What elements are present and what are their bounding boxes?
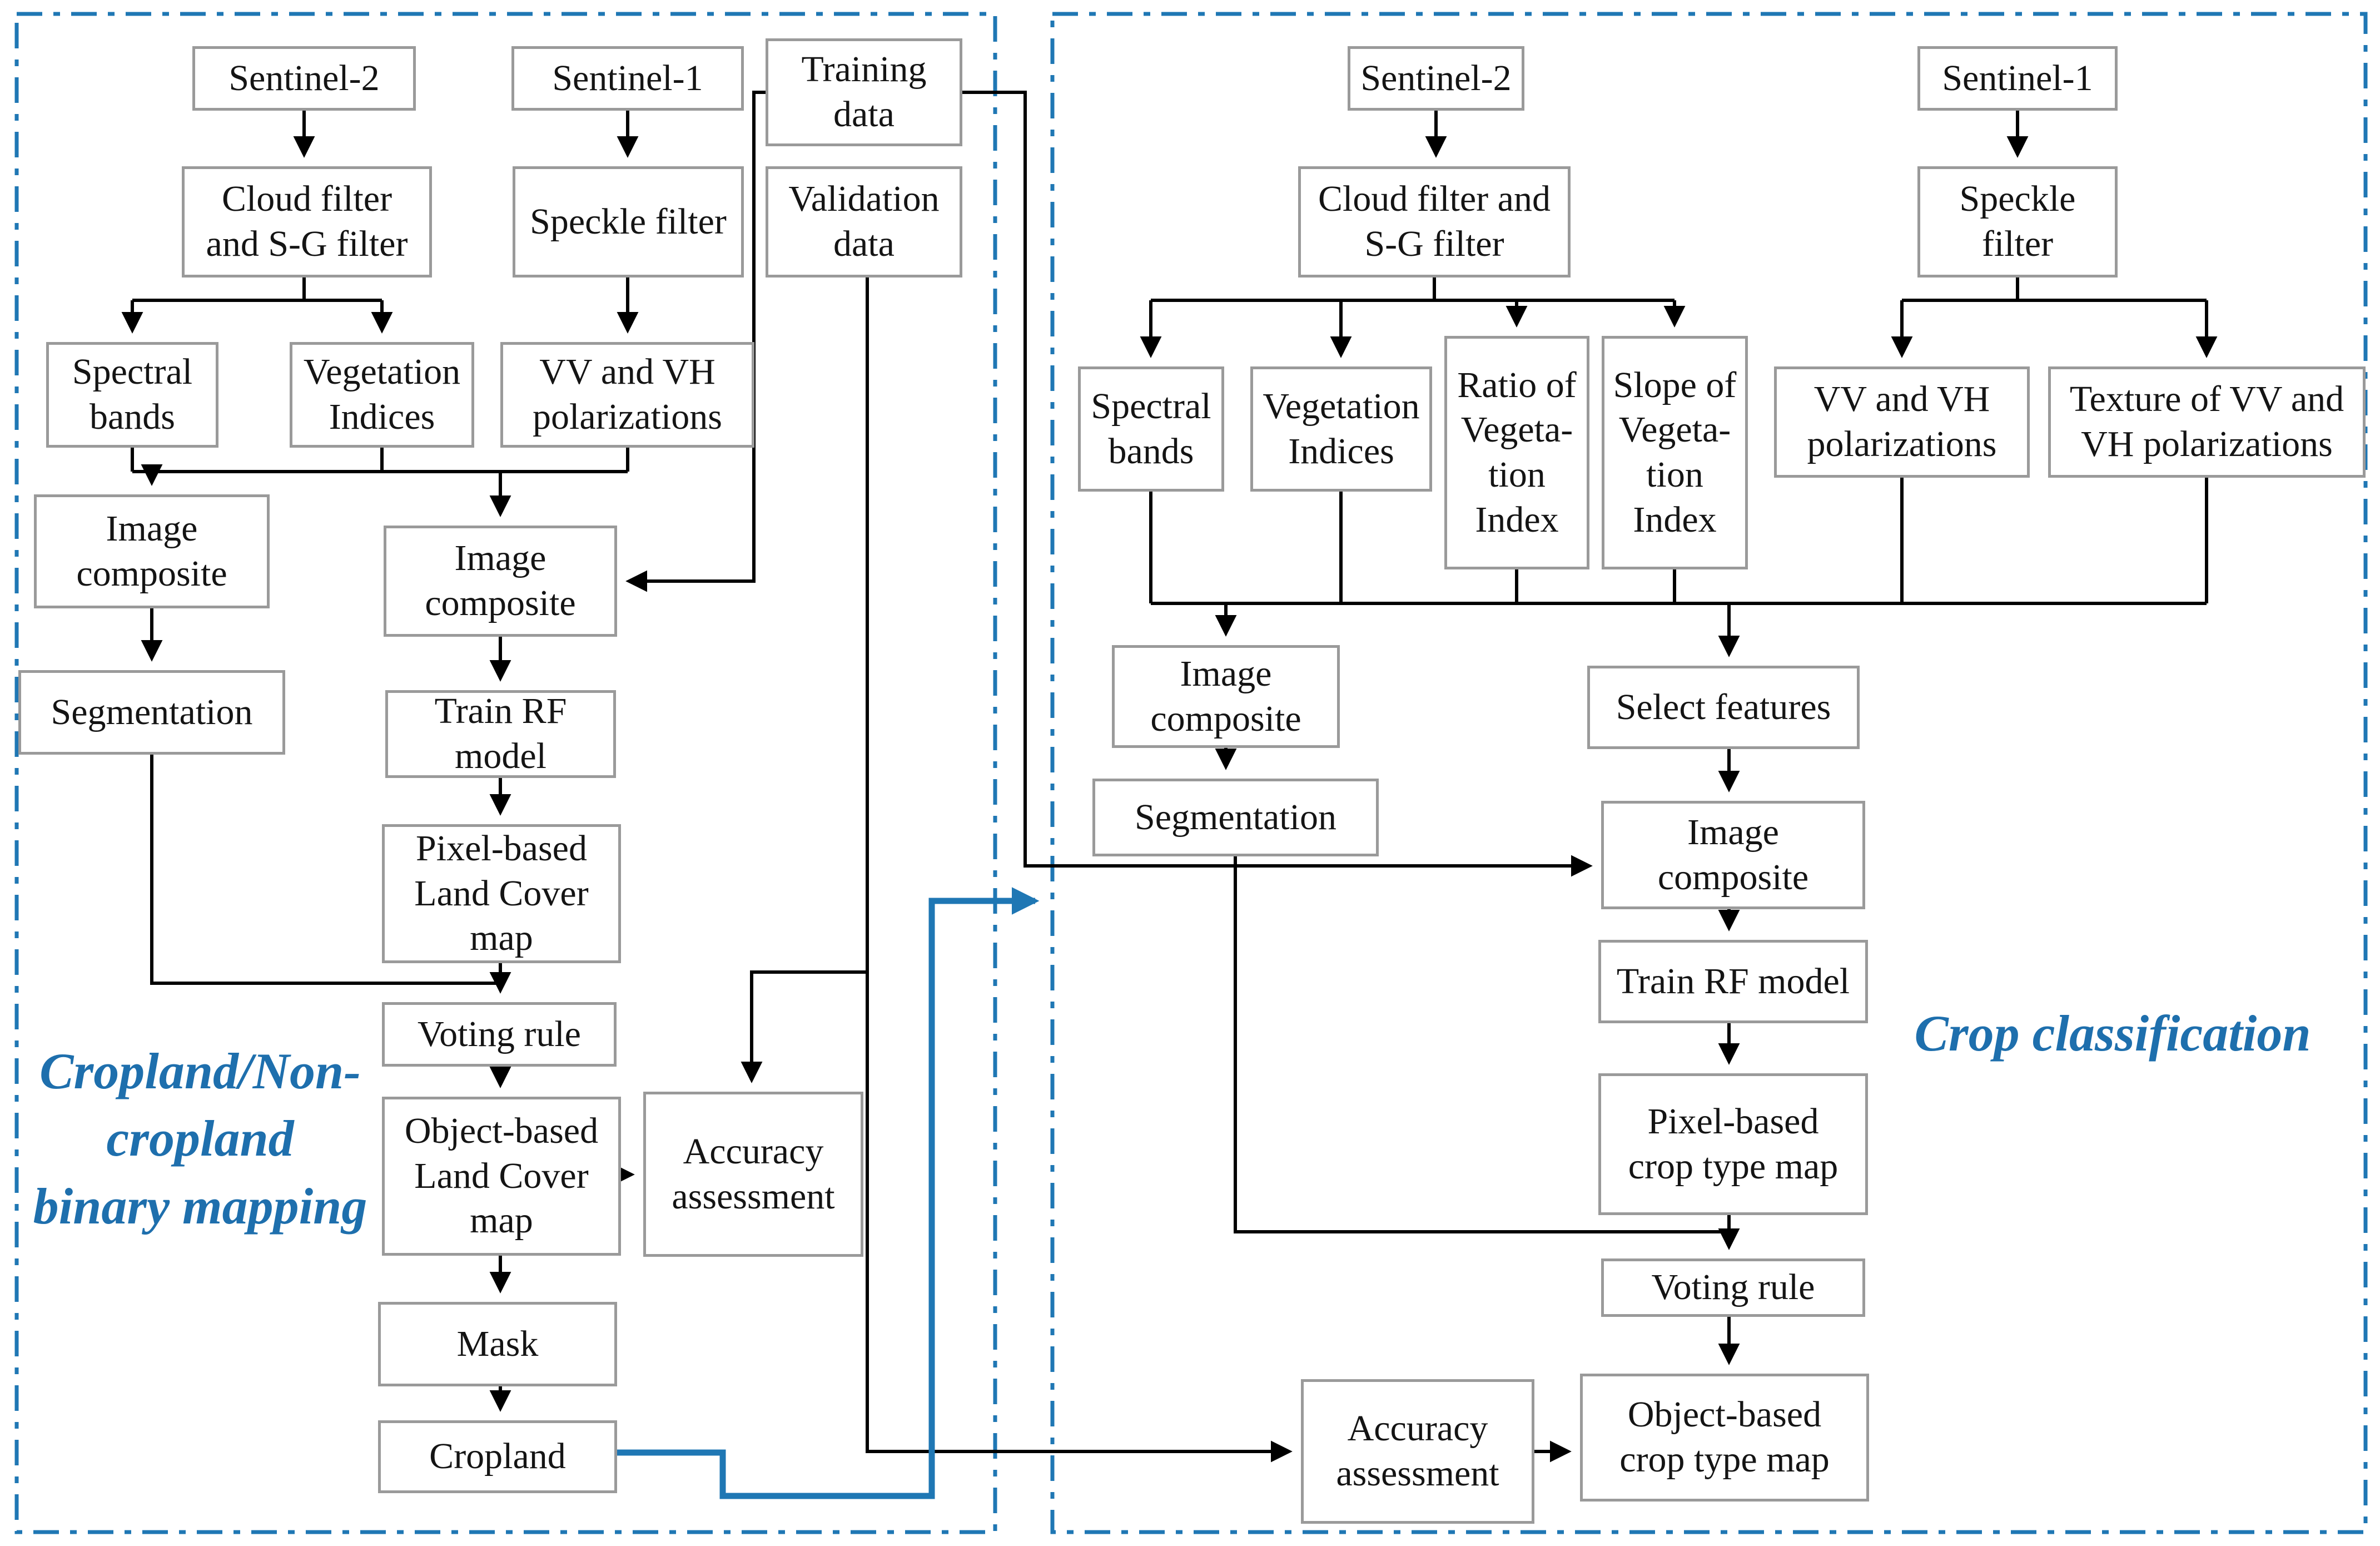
wire-l-segmentation-to-voting (150, 755, 499, 985)
node-vv-vh-polarizations-right: VV and VH polarizations (1774, 366, 2030, 478)
node-image-composite-right-b: Image composite (1601, 801, 1865, 909)
node-sentinel1-left: Sentinel-1 (511, 46, 744, 111)
node-train-rf-model-right: Train RF model (1598, 940, 1868, 1023)
node-accuracy-assessment-left: Accuracy assessment (643, 1092, 863, 1257)
split-r-cloud (1151, 278, 1675, 302)
node-speckle-filter-left: Speckle filter (513, 166, 744, 278)
node-training-data: Training data (766, 38, 962, 146)
merge-l-features (131, 448, 629, 473)
merge-r-features (1149, 478, 2208, 605)
node-vv-vh-polarizations-left: VV and VH polarizations (500, 342, 754, 448)
node-mask: Mask (378, 1302, 617, 1386)
right-panel-border (1050, 12, 2368, 1534)
node-segmentation-right: Segmentation (1092, 779, 1379, 856)
node-object-based-land-cover-map: Object-based Land Cover map (382, 1097, 621, 1256)
node-texture-of-vv-vh-polarizations: Texture of VV and VH polarizations (2048, 366, 2366, 478)
node-pixel-based-crop-type-map: Pixel-based crop type map (1598, 1073, 1868, 1215)
node-image-composite-left-b: Image composite (384, 526, 617, 637)
left-panel-border (14, 12, 997, 1534)
left-panel-caption: Cropland/Non- cropland binary mapping (33, 1043, 367, 1235)
node-cloud-filter-right: Cloud filter and S-G filter (1298, 166, 1571, 278)
node-object-based-crop-type-map: Object-based crop type map (1580, 1374, 1869, 1502)
node-ratio-of-vegetation-index: Ratio of Vegeta- tion Index (1444, 336, 1589, 569)
node-cropland: Cropland (378, 1420, 617, 1493)
wire-cropland-to-crop-classification (617, 887, 1040, 1499)
wire-r-segmentation-to-voting (1234, 856, 1729, 1233)
node-image-composite-left-a: Image composite (34, 494, 270, 608)
node-segmentation-left: Segmentation (18, 670, 285, 755)
node-sentinel2-left: Sentinel-2 (192, 46, 416, 111)
wire-training-to-right-imgcomp2 (962, 91, 1593, 877)
node-voting-rule-left: Voting rule (382, 1002, 617, 1067)
node-spectral-bands-left: Spectral bands (46, 342, 218, 448)
node-sentinel2-right: Sentinel-2 (1348, 46, 1524, 111)
node-image-composite-right-a: Image composite (1112, 645, 1340, 748)
node-spectral-bands-right: Spectral bands (1078, 366, 1224, 492)
node-accuracy-assessment-right: Accuracy assessment (1301, 1379, 1534, 1524)
node-slope-of-vegetation-index: Slope of Vegeta- tion Index (1602, 336, 1748, 569)
wire-validation-to-right-accuracy (866, 278, 1293, 1463)
split-l-cloud (132, 278, 382, 302)
node-vegetation-indices-right: Vegetation Indices (1250, 366, 1432, 492)
node-validation-data: Validation data (766, 166, 962, 278)
right-panel-caption: Crop classification (1914, 1005, 2311, 1062)
node-train-rf-model-left: Train RF model (385, 690, 616, 778)
node-cloud-filter-left: Cloud filter and S-G filter (182, 166, 432, 278)
node-sentinel1-right: Sentinel-1 (1917, 46, 2118, 111)
node-vegetation-indices-left: Vegetation Indices (290, 342, 474, 448)
node-pixel-based-land-cover-map: Pixel-based Land Cover map (382, 824, 621, 963)
node-select-features: Select features (1587, 666, 1860, 749)
split-r-speckle (1902, 278, 2207, 302)
wire-validation-to-left-accuracy (741, 970, 867, 1083)
node-speckle-filter-right: Speckle filter (1917, 166, 2118, 278)
node-voting-rule-right: Voting rule (1601, 1258, 1865, 1317)
wire-training-left-to-imgcompB (625, 91, 766, 592)
